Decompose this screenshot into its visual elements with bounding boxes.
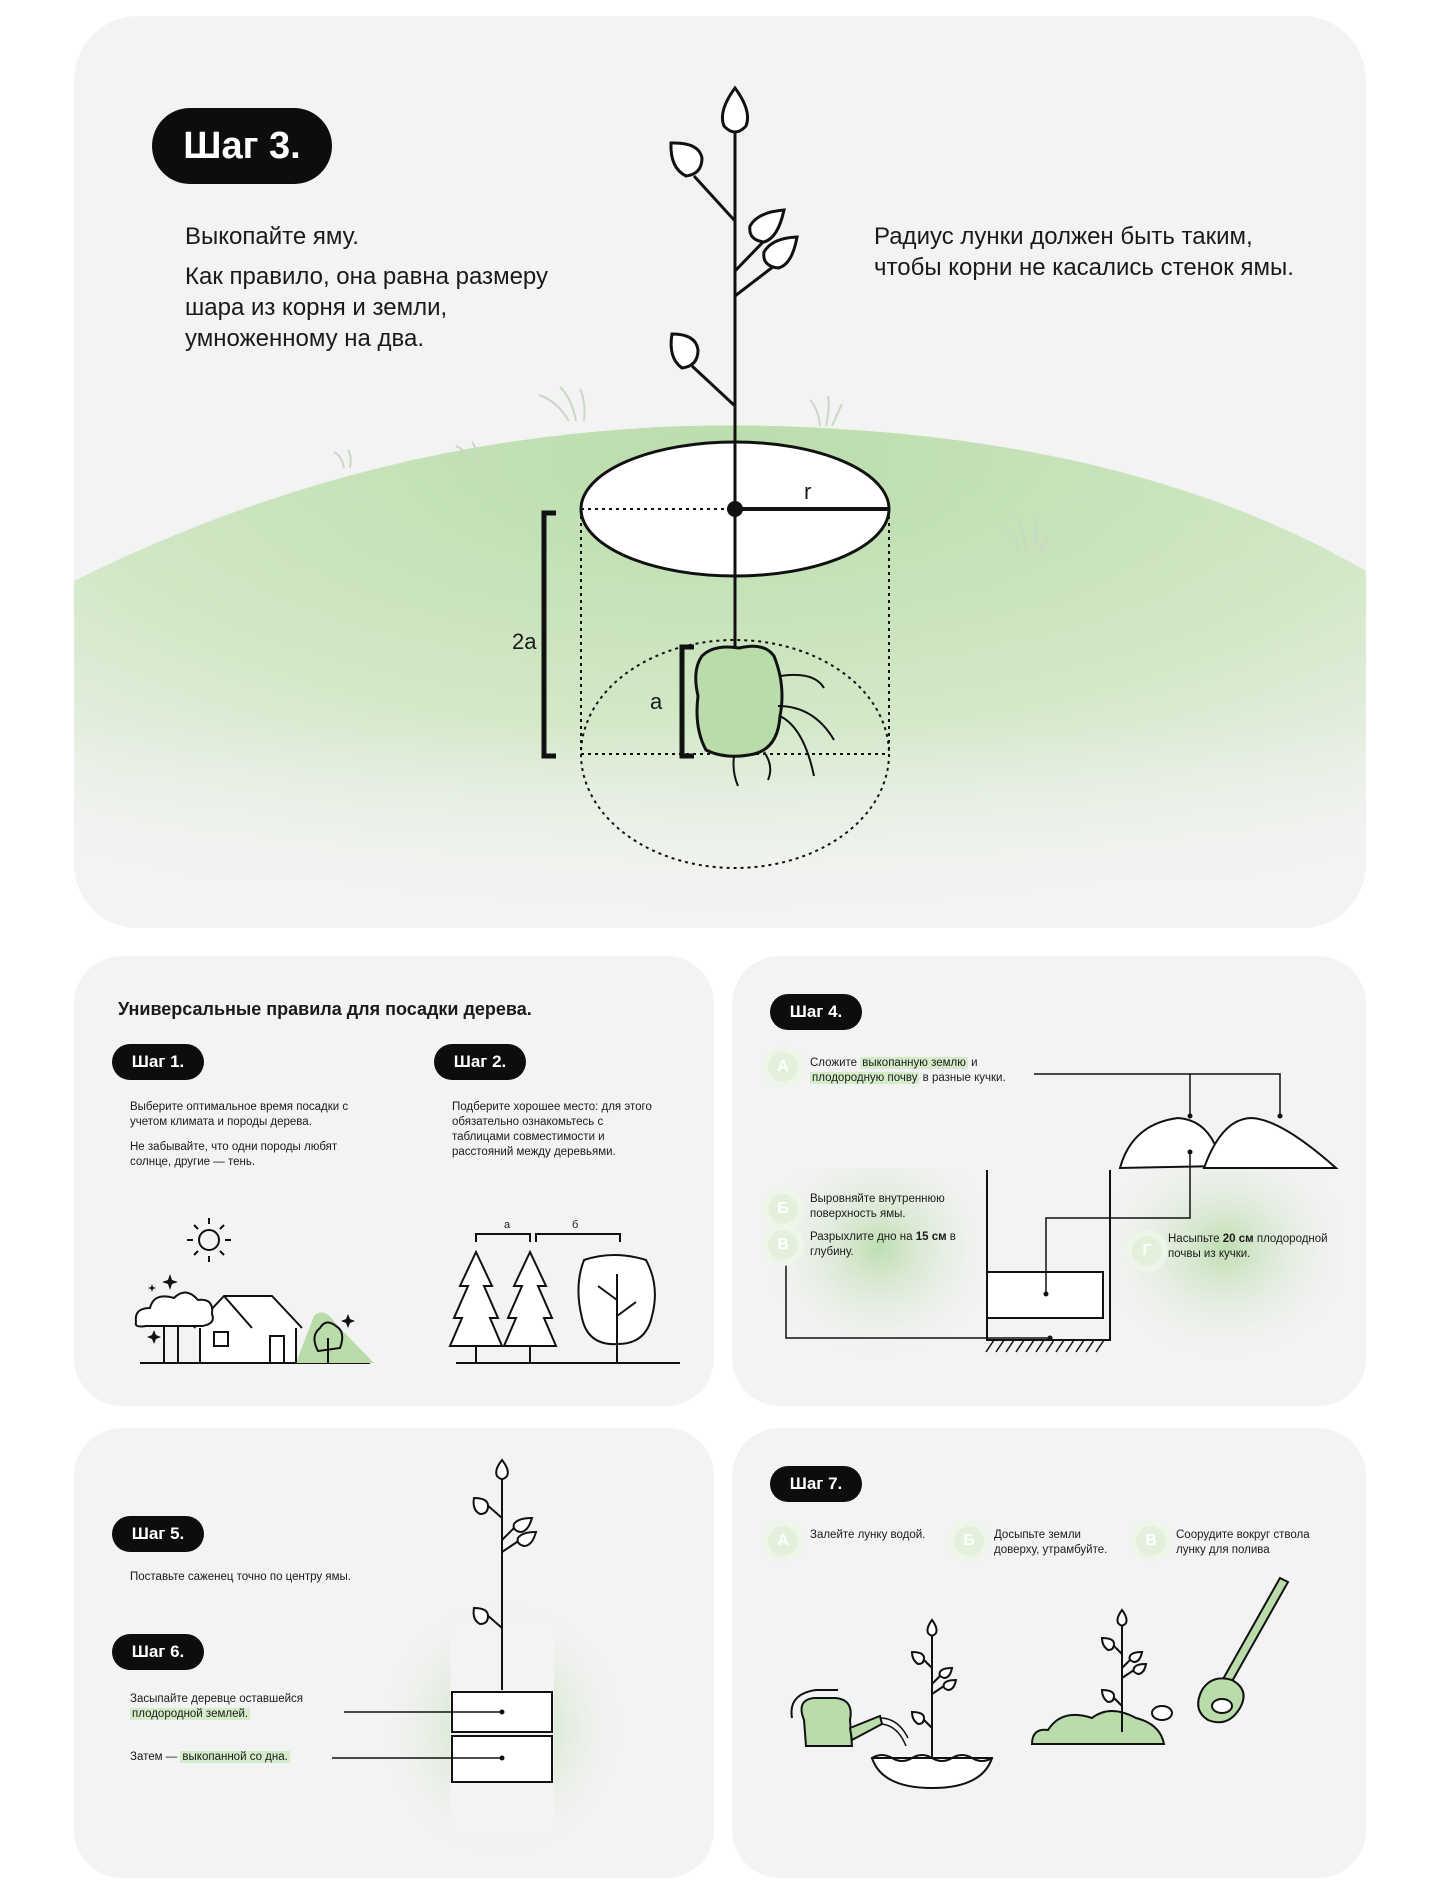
step56-illustration xyxy=(332,1458,632,1868)
step4-letter-g: Г xyxy=(1132,1236,1162,1266)
step1-text-1: Выберите оптимальное время посадки с уче… xyxy=(130,1101,349,1128)
label-r: r xyxy=(804,479,812,504)
rules-illustration xyxy=(134,1218,680,1364)
step1-text-2: Не забывайте, что одни породы любят солн… xyxy=(130,1141,338,1168)
step7-text-b: Досыпьте земли доверху, утрамбуйте. xyxy=(994,1529,1108,1556)
step4-card: Шаг 4. А Сложите выкопанную землю и плод… xyxy=(732,956,1366,1406)
conifer-tree-icon xyxy=(448,1249,558,1363)
soil-pile-2 xyxy=(1202,1116,1339,1169)
step4-text-v: Разрыхлите дно на 15 см в глубину. xyxy=(810,1231,956,1258)
step7-text-v: Соорудите вокруг ствола лунку для полива xyxy=(1176,1529,1310,1556)
label-a: a xyxy=(650,689,663,714)
deciduous-tree-icon xyxy=(577,1254,656,1363)
step6-text-1: Засыпайте деревце оставшейся плодородной… xyxy=(130,1693,303,1720)
step56-card: Шаг 5. Поставьте саженец точно по центру… xyxy=(74,1428,714,1878)
grass-tufts xyxy=(333,386,1053,552)
house-icon xyxy=(193,1295,303,1364)
distance-label-b: б xyxy=(572,1219,579,1231)
step4-text-b: Выровняйте внутреннюю поверхность ямы. xyxy=(810,1193,945,1220)
tree-leaves xyxy=(669,85,799,370)
step7-letter-v: В xyxy=(1136,1526,1166,1556)
step4-letter-v: В xyxy=(768,1230,798,1260)
step2-text-1: Подберите хорошее место: для этого обяза… xyxy=(452,1101,652,1158)
step3-text-1: Выкопайте яму. xyxy=(185,223,359,250)
step1-badge: Шаг 1. xyxy=(112,1044,204,1080)
step4-letter-a: А xyxy=(768,1052,798,1082)
step3-badge: Шаг 3. xyxy=(152,108,332,184)
step3-text-3: Радиус лунки должен быть таким, чтобы ко… xyxy=(874,223,1294,282)
step4-letter-b: Б xyxy=(768,1194,798,1224)
step4-text-g: Насыпьте 20 см плодородной почвы из кучк… xyxy=(1168,1233,1328,1260)
step6-badge: Шаг 6. xyxy=(112,1634,204,1670)
distance-label-a: а xyxy=(504,1219,511,1231)
step4-text-a: Сложите выкопанную землю и плодородную п… xyxy=(810,1057,1006,1084)
rules-title: Универсальные правила для посадки дерева… xyxy=(118,999,532,1019)
step3-text-2: Как правило, она равна размеру шара из к… xyxy=(185,263,548,353)
step7-letter-b: Б xyxy=(954,1526,984,1556)
cloud-icon xyxy=(134,1291,214,1363)
root-ball xyxy=(694,644,784,758)
step7-card: Шаг 7. А Залейте лунку водой. Б Досыпьте… xyxy=(732,1428,1366,1878)
bracket-a xyxy=(679,644,694,759)
step4-badge: Шаг 4. xyxy=(770,994,862,1030)
step3-illustration xyxy=(74,85,1366,928)
step3-card: Шаг 3. Выкопайте яму. Как правило, она р… xyxy=(74,16,1366,928)
step4-illustration xyxy=(772,1073,1340,1368)
hole-bottom-ellipse xyxy=(580,639,890,869)
step5-text: Поставьте саженец точно по центру ямы. xyxy=(130,1571,351,1583)
label-2a: 2a xyxy=(512,629,537,654)
step7-badge: Шаг 7. xyxy=(770,1466,862,1502)
step7-illustration xyxy=(790,1576,1290,1790)
step7-letter-a: А xyxy=(768,1526,798,1556)
step5-badge: Шаг 5. xyxy=(112,1516,204,1552)
watering-can-icon xyxy=(800,1697,854,1747)
step6-text-2: Затем — выкопанной со дна. xyxy=(130,1751,290,1763)
roots xyxy=(732,673,835,787)
sapling-leaves xyxy=(472,1458,538,1626)
step2-badge: Шаг 2. xyxy=(434,1044,526,1080)
shovel-icon xyxy=(1197,1576,1290,1724)
bracket-2a xyxy=(541,510,556,759)
rules-card: Универсальные правила для посадки дерева… xyxy=(74,956,714,1406)
step7-text-a: Залейте лунку водой. xyxy=(810,1529,926,1541)
sun-icon xyxy=(187,1218,231,1262)
